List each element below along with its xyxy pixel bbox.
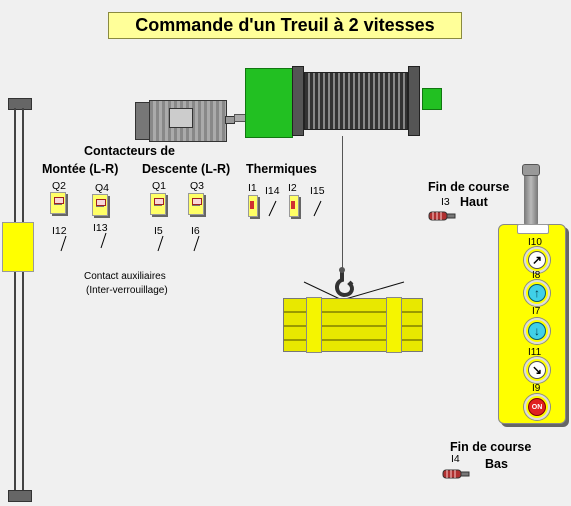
contactor-q2-tag: Q2 xyxy=(52,180,67,192)
button-i7-tag: I7 xyxy=(532,306,541,317)
descente-label: Descente (L-R) xyxy=(142,162,231,176)
aux-note-line1: Contact auxiliaires xyxy=(84,271,166,282)
contactor-q4[interactable] xyxy=(92,194,108,216)
limit-bottom-line2: Bas xyxy=(485,457,508,471)
button-i10-tag: I10 xyxy=(528,237,542,248)
on-button-label: ON xyxy=(528,398,546,416)
arrow-down-icon: ↓ xyxy=(528,322,546,340)
thermal-i1-tag: I1 xyxy=(248,182,257,194)
contact-i12-tag: I12 xyxy=(52,225,67,237)
travel-rail xyxy=(8,98,32,502)
button-down[interactable]: ↓ xyxy=(524,318,550,344)
slings xyxy=(284,280,424,302)
limit-top-line2: Haut xyxy=(460,195,488,209)
contact-i5-tag: I5 xyxy=(154,225,163,237)
contact-i12-symbol[interactable] xyxy=(60,235,68,253)
thermal-i2-tag: I2 xyxy=(288,182,297,194)
contact-i6-tag: I6 xyxy=(191,225,200,237)
contactor-q1[interactable] xyxy=(150,193,166,215)
on-button[interactable]: ON xyxy=(524,394,550,420)
contact-i14-tag: I14 xyxy=(265,185,280,197)
thermiques-label: Thermiques xyxy=(246,162,317,176)
contact-i5-symbol[interactable] xyxy=(157,235,165,253)
limit-top-tag: I3 xyxy=(441,196,450,208)
arrow-up-icon: ↑ xyxy=(528,284,546,302)
contact-i15-symbol[interactable] xyxy=(313,200,323,218)
contactor-q3[interactable] xyxy=(188,193,204,215)
montee-label: Montée (L-R) xyxy=(42,162,119,176)
pendant-cable-cap xyxy=(522,164,540,176)
limit-switch-top[interactable] xyxy=(428,209,456,221)
thermal-relay-i1[interactable] xyxy=(248,195,258,217)
limit-bottom-tag: I4 xyxy=(451,453,460,465)
contact-i13-tag: I13 xyxy=(93,222,108,234)
contactor-q2[interactable] xyxy=(50,192,66,214)
button-i8-tag: I8 xyxy=(532,270,541,281)
button-i11-tag: I11 xyxy=(528,347,542,358)
limit-switch-bottom[interactable] xyxy=(442,467,470,479)
contact-i14-symbol[interactable] xyxy=(268,200,278,218)
button-up-fast[interactable]: ↗ xyxy=(524,247,550,273)
button-up[interactable]: ↑ xyxy=(524,280,550,306)
terminal-box xyxy=(169,108,193,128)
contactor-q4-tag: Q4 xyxy=(95,182,110,194)
pendant-cable xyxy=(524,166,538,226)
limit-bottom-line1: Fin de course xyxy=(450,440,532,454)
electric-motor xyxy=(135,100,235,142)
contact-i15-tag: I15 xyxy=(310,185,325,197)
drum-brake xyxy=(422,88,442,110)
winch-drum xyxy=(292,66,424,136)
thermal-relay-i2[interactable] xyxy=(289,195,299,217)
button-i9-tag: I9 xyxy=(532,383,541,394)
contact-i6-symbol[interactable] xyxy=(193,235,201,253)
contact-i13-symbol[interactable] xyxy=(100,232,108,250)
load-bundle xyxy=(283,297,423,353)
arrow-up-right-icon: ↗ xyxy=(528,251,546,269)
contacteurs-de-label: Contacteurs de xyxy=(84,144,175,158)
hoist-cable xyxy=(342,136,343,270)
rail-carriage xyxy=(2,222,34,272)
limit-top-line1: Fin de course xyxy=(428,180,510,194)
page-title: Commande d'un Treuil à 2 vitesses xyxy=(108,12,462,39)
aux-note-line2: (Inter-verrouillage) xyxy=(86,285,168,296)
button-down-fast[interactable]: ↘ xyxy=(524,357,550,383)
contactor-q1-tag: Q1 xyxy=(152,180,167,192)
contactor-q3-tag: Q3 xyxy=(190,180,205,192)
gearbox xyxy=(245,68,293,138)
arrow-down-right-icon: ↘ xyxy=(528,361,546,379)
hook-icon xyxy=(332,266,358,300)
